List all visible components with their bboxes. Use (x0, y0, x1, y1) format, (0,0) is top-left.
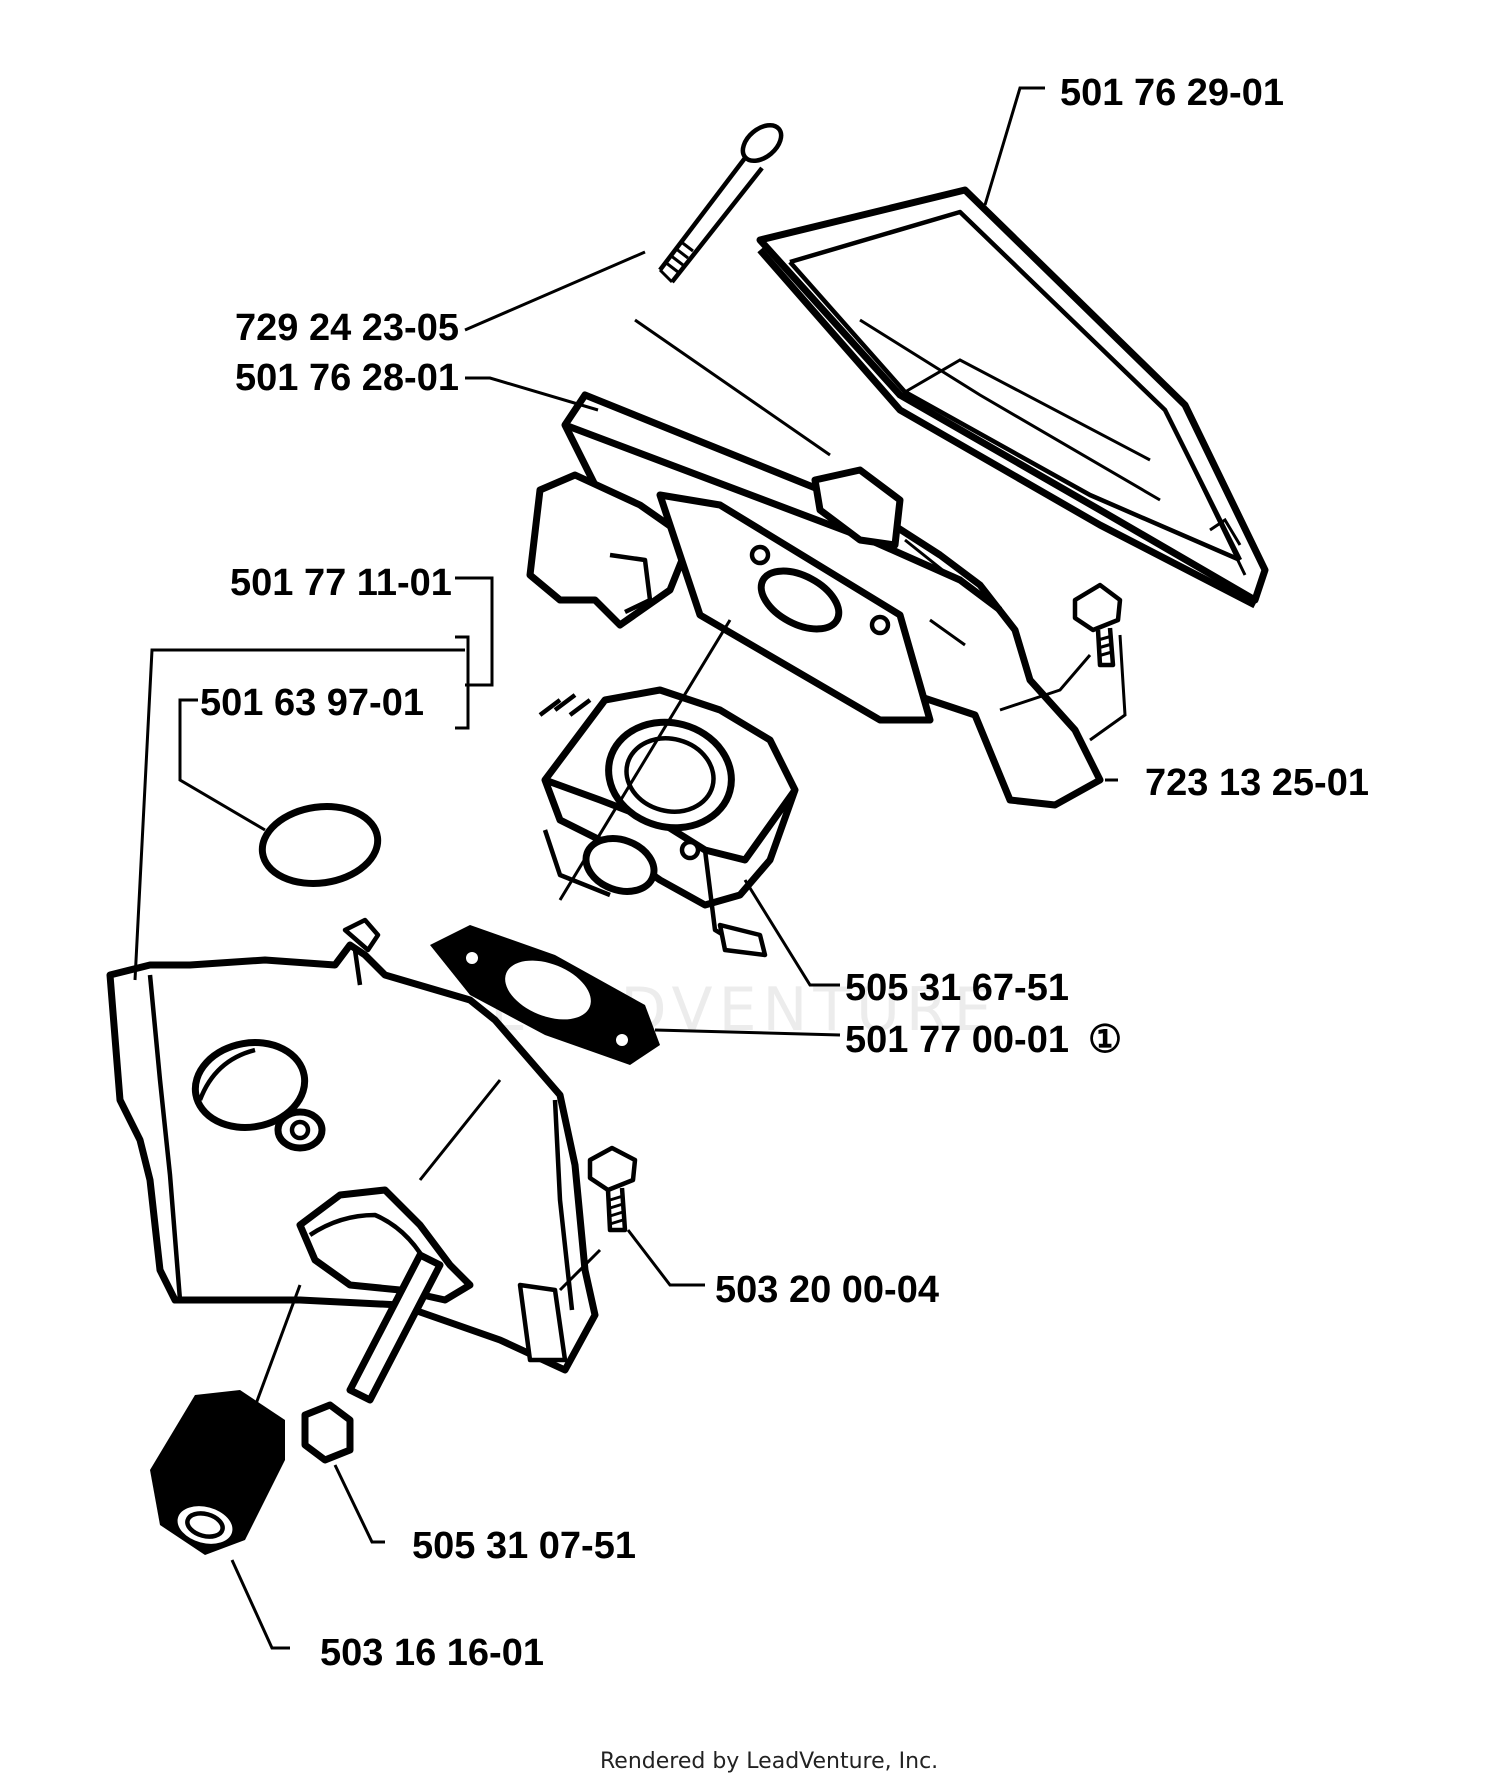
long-screw-part (658, 123, 784, 284)
air-filter-holder-part (526, 391, 1104, 809)
bracket-part (106, 917, 599, 1374)
label-long-screw: 729 24 23-05 (235, 307, 459, 349)
label-air-filter-cover: 501 76 29-01 (1060, 72, 1284, 114)
gasket-ring-part (258, 803, 382, 887)
footer-credit: Rendered by LeadVenture, Inc. (600, 1749, 938, 1774)
right-screw-part (1072, 582, 1123, 668)
knob-part (150, 1390, 285, 1555)
label-right-screw: 723 13 25-01 (1145, 762, 1369, 804)
label-lower-screw: 503 20 00-04 (715, 1269, 939, 1311)
label-knob: 503 16 16-01 (320, 1632, 544, 1674)
leader-lines (133, 86, 1127, 1650)
bushing-part (301, 1401, 354, 1464)
label-air-filter-holder: 501 76 28-01 (235, 357, 459, 399)
label-gasket-ring: 501 63 97-01 (200, 682, 424, 724)
part-labels: 501 76 29-01 729 24 23-05 501 76 28-01 5… (200, 72, 1369, 1674)
air-filter-cover-part (756, 186, 1269, 609)
choke-lever-part (296, 1186, 474, 1404)
footnote-marker: ① (1088, 1019, 1122, 1061)
label-bushing: 505 31 07-51 (412, 1525, 636, 1567)
lower-screw-part (587, 1145, 638, 1233)
label-bracket: 501 77 11-01 (230, 562, 452, 604)
carb-gasket-part (430, 925, 660, 1065)
label-carburetor: 505 31 67-51 (845, 967, 1069, 1009)
label-carb-gasket: 501 77 00-01 (845, 1019, 1069, 1061)
assembly-lines (248, 318, 1092, 1421)
carburetor-part (538, 686, 799, 958)
